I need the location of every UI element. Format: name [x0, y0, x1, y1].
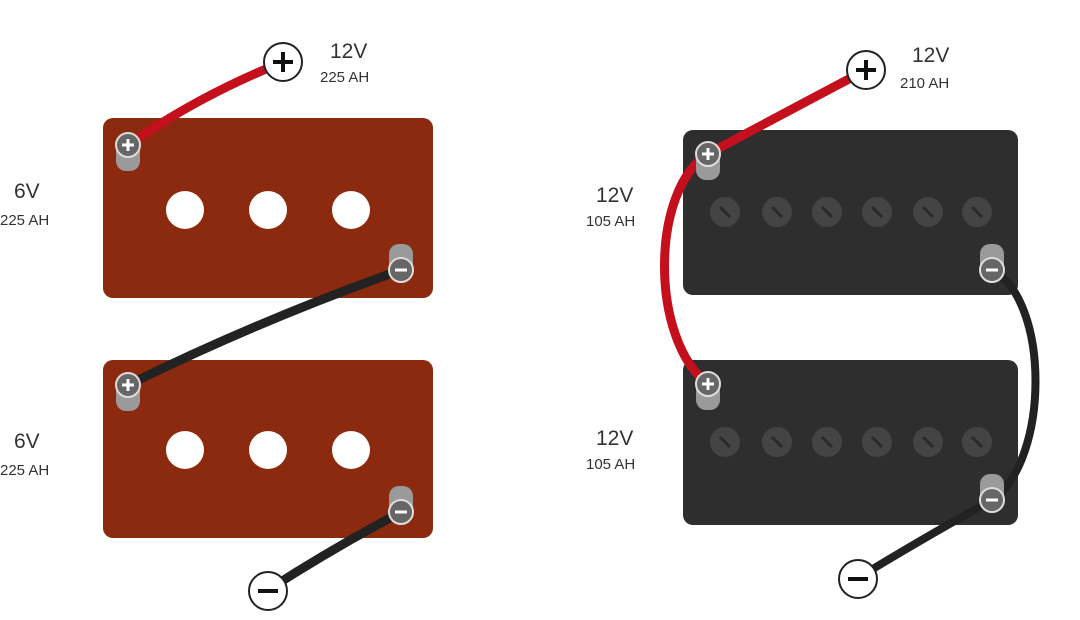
battery-voltage: 12V	[596, 427, 633, 450]
minus-terminal-icon	[387, 484, 415, 526]
output-capacity: 210 AH	[900, 75, 949, 92]
battery-cell-holes	[166, 191, 370, 469]
link-cable	[123, 265, 406, 390]
battery-capacity: 105 AH	[586, 213, 635, 230]
output-capacity: 225 AH	[320, 69, 369, 86]
battery-12v-top	[683, 130, 1018, 295]
battery-voltage: 6V	[14, 430, 40, 453]
output-positive-icon	[846, 50, 886, 90]
plus-terminal-icon	[114, 371, 142, 413]
right-parallel-diagram: 12V 210 AH 12V 105 AH 12V 105 AH	[586, 44, 1040, 599]
left-series-diagram: 12V 225 AH 6V 225 AH 6V 225 AH	[0, 40, 433, 611]
battery-capacity: 225 AH	[0, 212, 49, 229]
battery-12v-bottom	[683, 360, 1018, 525]
plus-terminal-icon	[694, 140, 722, 182]
output-negative-icon	[838, 559, 878, 599]
plus-terminal-icon	[114, 131, 142, 173]
plus-terminal-icon	[694, 370, 722, 412]
output-voltage: 12V	[912, 44, 949, 67]
negative-link-cable	[988, 266, 1040, 504]
battery-capacity: 225 AH	[0, 462, 49, 479]
minus-terminal-icon	[387, 242, 415, 284]
positive-link-cable	[660, 149, 713, 389]
battery-capacity: 105 AH	[586, 456, 635, 473]
positive-cable	[703, 65, 871, 159]
output-voltage: 12V	[330, 40, 367, 63]
positive-cable	[123, 57, 288, 150]
battery-voltage: 12V	[596, 184, 633, 207]
battery-voltage: 6V	[14, 180, 40, 203]
output-negative-icon	[248, 571, 288, 611]
minus-terminal-icon	[978, 242, 1006, 284]
minus-terminal-icon	[978, 472, 1006, 514]
output-positive-icon	[263, 42, 303, 82]
